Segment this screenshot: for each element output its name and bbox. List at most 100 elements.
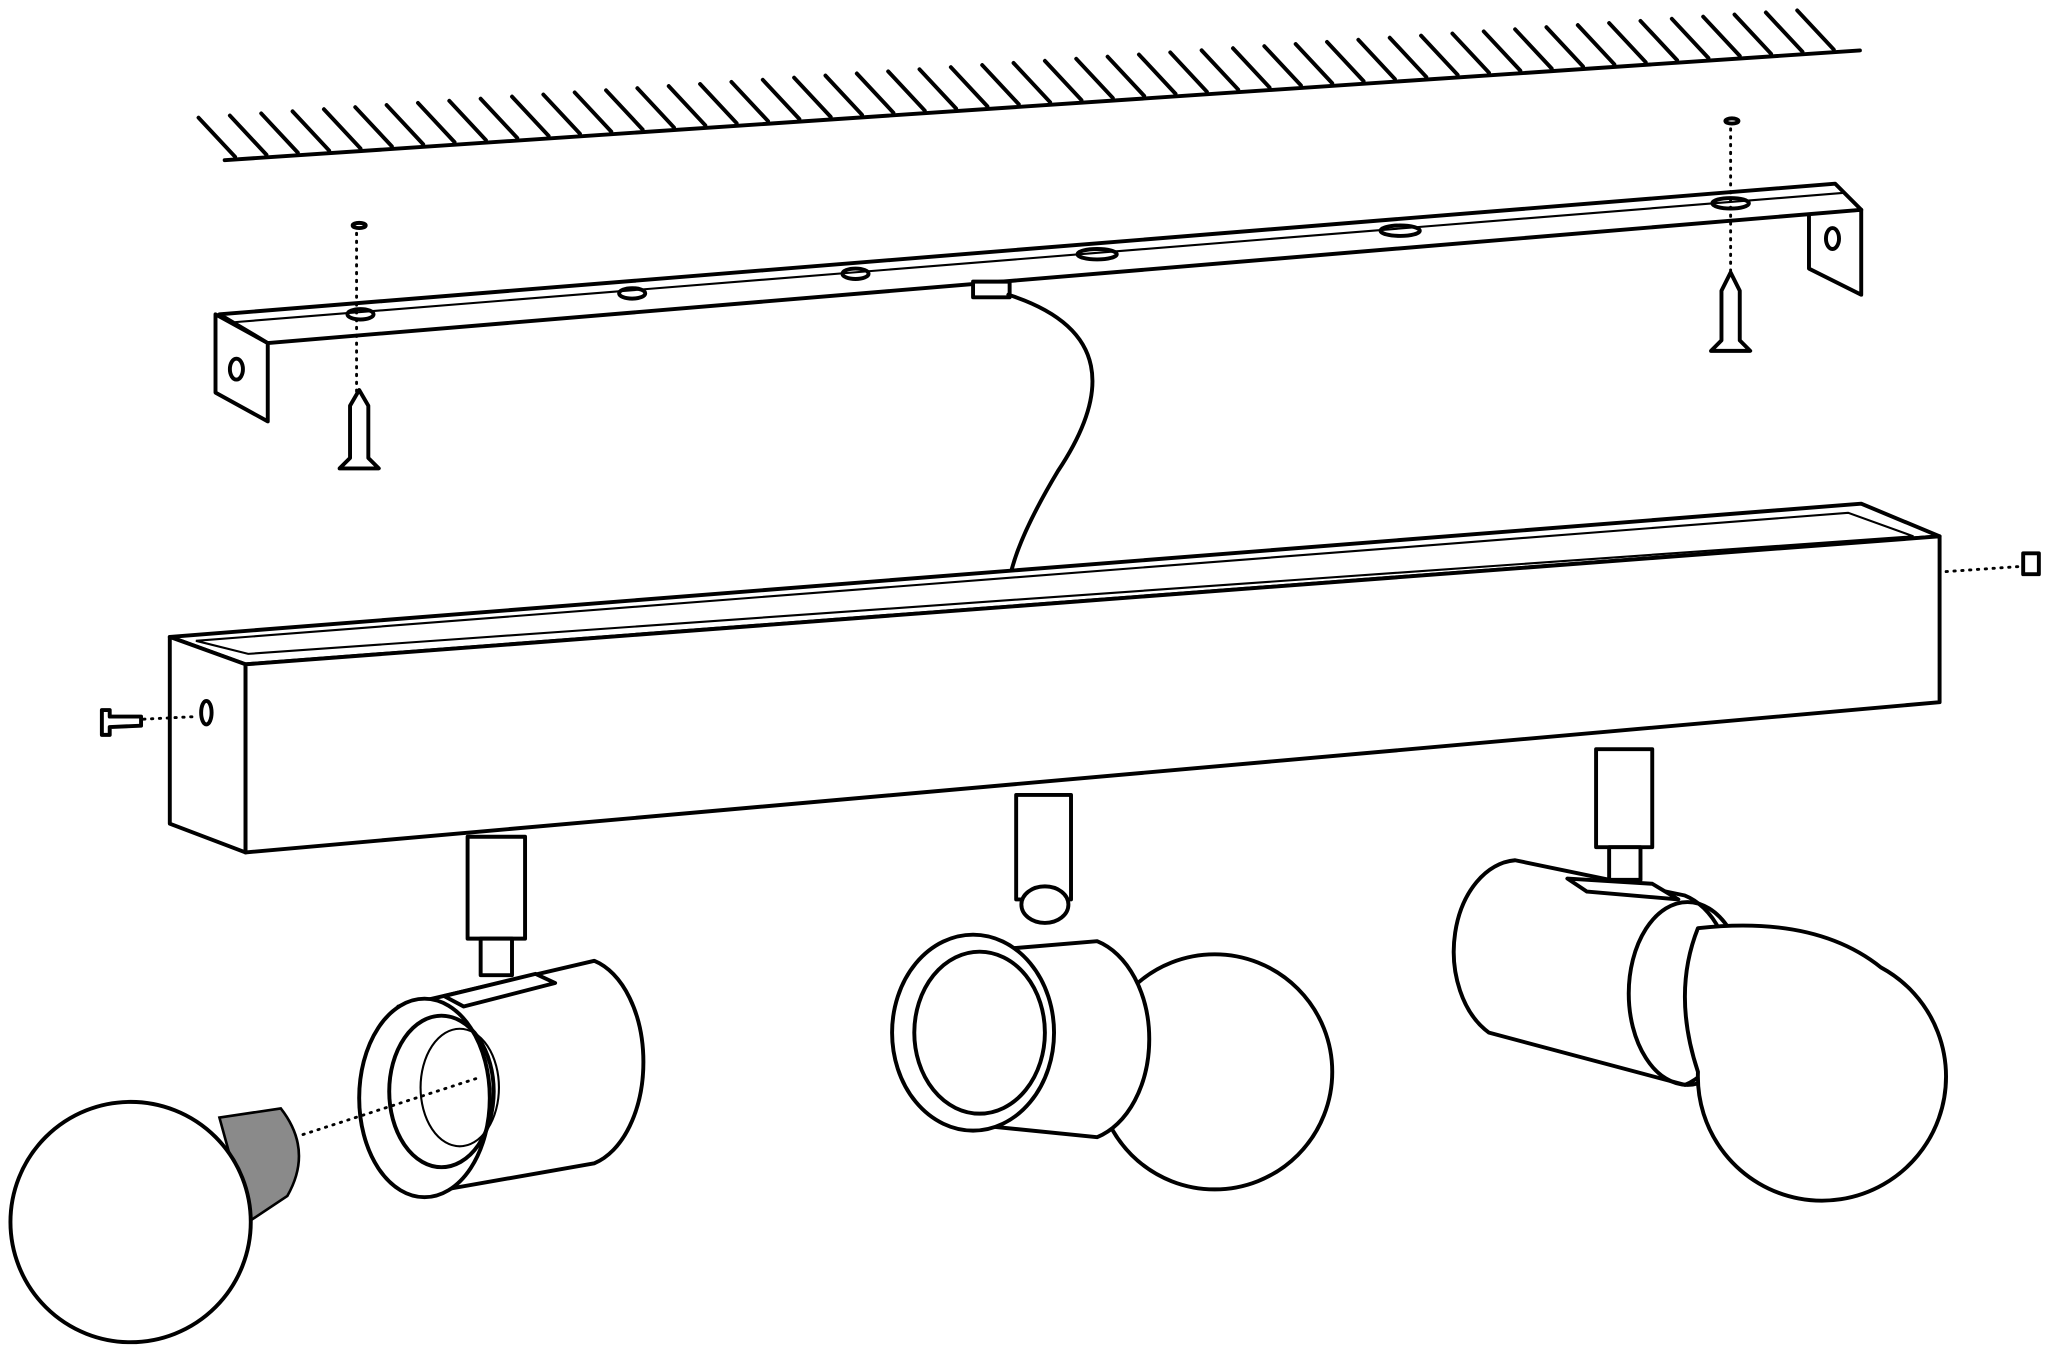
- hatch-stroke: [259, 111, 300, 155]
- hatch-stroke: [1293, 42, 1335, 86]
- hole-marker: [350, 220, 368, 231]
- hatch-stroke: [666, 84, 708, 128]
- hatch-stroke: [823, 73, 864, 117]
- socket-inner: [419, 1027, 500, 1148]
- spot-clip: [1565, 876, 1681, 902]
- hatch-stroke: [1763, 10, 1805, 54]
- hatch-stroke: [1011, 61, 1053, 105]
- cable-clamp: [971, 279, 1012, 300]
- hatch-stroke: [1387, 35, 1429, 79]
- bracket-screw-left: [337, 220, 381, 471]
- hatch-stroke: [1356, 37, 1397, 81]
- hatch-stroke: [290, 109, 332, 153]
- hatch-stroke: [321, 107, 363, 151]
- spot-stem: [465, 834, 528, 941]
- screw-icon: [337, 388, 381, 471]
- hatch-stroke: [353, 105, 394, 149]
- hatch-stroke: [917, 67, 959, 111]
- mounting-bracket: [213, 181, 1864, 424]
- end-cap-screw-left: [99, 708, 198, 737]
- bulb-base: [217, 1107, 301, 1225]
- spot-front-inner: [912, 949, 1047, 1116]
- hatch-stroke: [1419, 33, 1460, 77]
- bulb-glass: [1683, 923, 1948, 1203]
- bulb-glass: [8, 1099, 253, 1345]
- hatch-stroke: [1450, 31, 1491, 75]
- hatch-stroke: [196, 115, 238, 159]
- spot-joint: [478, 936, 514, 978]
- spot-front-rim: [890, 932, 1056, 1133]
- hatch-stroke: [1607, 21, 1648, 65]
- ceiling-line: [222, 48, 1862, 163]
- hatch-stroke: [854, 71, 896, 115]
- bracket-slot: [840, 266, 871, 281]
- socket-thread: [387, 1013, 496, 1170]
- hatch-stroke: [227, 113, 269, 157]
- hatch-stroke: [1638, 18, 1680, 63]
- ceiling-hatching: [196, 8, 1836, 159]
- screw-icon: [2021, 551, 2041, 577]
- hatch-stroke: [478, 96, 520, 140]
- hatch-stroke: [1795, 8, 1836, 52]
- screw-icon: [99, 708, 144, 737]
- spot-stem: [1594, 747, 1655, 850]
- spot-stem: [1014, 792, 1073, 902]
- spot-clip: [442, 971, 558, 1009]
- housing-inner-rim: [195, 511, 1914, 655]
- hatch-stroke: [1544, 25, 1585, 69]
- bracket-slot: [1378, 223, 1422, 238]
- hatch-stroke: [415, 100, 457, 145]
- spotlight-left: [301, 834, 646, 1200]
- bracket-top-face: [217, 181, 1864, 345]
- hatch-stroke: [1481, 29, 1523, 73]
- hatch-stroke: [886, 69, 927, 113]
- bracket-right-tab: [1807, 207, 1864, 297]
- hatch-stroke: [1669, 16, 1711, 60]
- spotlight-right: [1451, 747, 1948, 1203]
- main-housing: [167, 501, 1942, 855]
- bracket-slot: [345, 307, 376, 322]
- hatch-stroke: [541, 92, 582, 136]
- hatch-stroke: [1701, 14, 1742, 58]
- hatch-stroke: [1136, 52, 1178, 96]
- hatch-stroke: [1168, 50, 1209, 94]
- hatch-stroke: [729, 79, 770, 124]
- bulb-left: [8, 1099, 301, 1345]
- housing-screw-hole: [199, 698, 214, 727]
- hatch-stroke: [1105, 54, 1147, 98]
- hatch-stroke: [604, 88, 645, 132]
- spot-front-rim: [357, 996, 492, 1200]
- hatch-stroke: [1199, 48, 1241, 92]
- hatch-stroke: [760, 77, 802, 121]
- hatch-stroke: [510, 94, 551, 138]
- hatch-stroke: [1575, 23, 1617, 67]
- hatch-stroke: [948, 65, 990, 109]
- ceiling: [196, 8, 1862, 163]
- hatch-stroke: [1074, 56, 1115, 100]
- bracket-hole: [227, 356, 245, 382]
- spot-joint: [1019, 884, 1071, 925]
- bracket-edge: [235, 191, 1845, 324]
- hatch-stroke: [698, 82, 739, 126]
- bracket-slot: [617, 286, 648, 301]
- housing-left-side: [167, 634, 248, 855]
- hatch-stroke: [980, 63, 1021, 107]
- hatch-stroke: [1513, 27, 1554, 71]
- hatch-stroke: [572, 90, 614, 134]
- hatch-stroke: [1262, 44, 1303, 88]
- spot-joint: [1607, 845, 1643, 882]
- hatch-stroke: [1732, 12, 1774, 56]
- hatch-stroke: [1325, 39, 1366, 84]
- screw-icon: [1709, 270, 1753, 353]
- bracket-screw-right: [1709, 116, 1753, 353]
- hatch-stroke: [447, 98, 488, 142]
- spotlight-middle: [890, 792, 1335, 1192]
- end-cap-screw-right: [1944, 551, 2041, 577]
- hatch-stroke: [1231, 46, 1272, 90]
- bracket-slot: [1075, 247, 1119, 262]
- housing-front: [243, 534, 1942, 855]
- hatch-stroke: [384, 103, 426, 147]
- hole-marker: [1723, 116, 1741, 126]
- bracket-hole: [1824, 226, 1841, 251]
